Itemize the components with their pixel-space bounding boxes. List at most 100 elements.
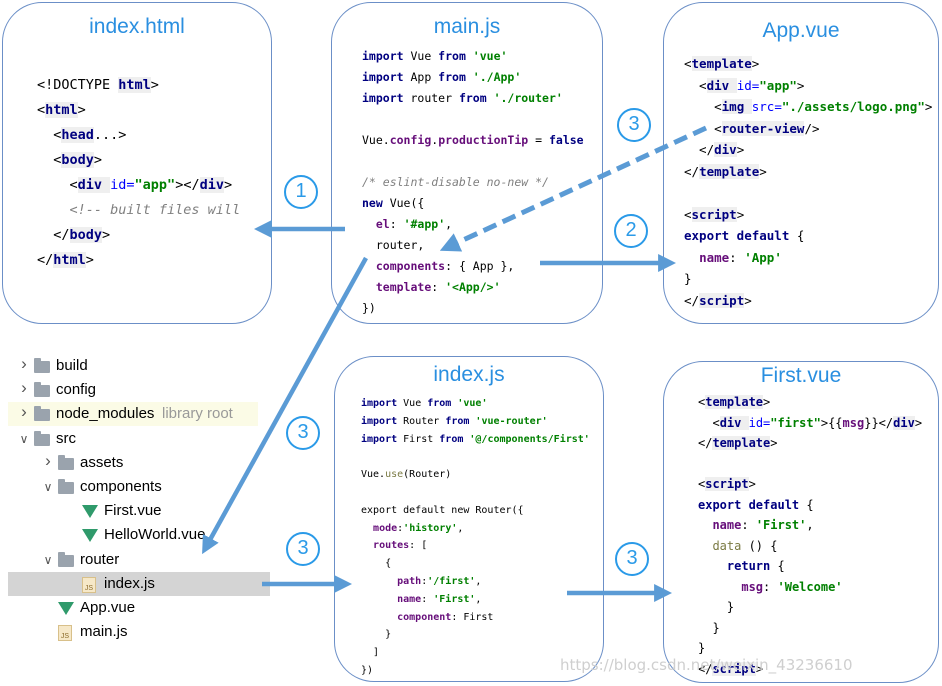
code-line: </template> [684, 163, 767, 179]
code-token: > [924, 99, 933, 114]
code-line: ] [361, 648, 379, 658]
code-token: = [528, 133, 549, 147]
chevron-right-icon[interactable]: › [21, 354, 27, 373]
code-token: Vue. [362, 133, 390, 147]
code-token: '#app' [403, 217, 446, 231]
code-line: <script> [684, 206, 744, 222]
code-line: name: 'First', [361, 593, 481, 605]
code-line: mode:'history', [361, 522, 463, 534]
code-token: </ [684, 163, 700, 179]
tree-item[interactable]: HelloWorld.vue [8, 523, 270, 547]
code-token: }) [361, 665, 374, 676]
chevron-down-icon[interactable]: ∨ [19, 432, 29, 446]
code-token: < [684, 56, 692, 71]
code-token: router, [362, 238, 425, 252]
tree-item[interactable]: First.vue [8, 499, 270, 523]
code-line: data () { [698, 540, 777, 552]
code-token: import [361, 398, 404, 409]
step-badge-3: 3 [617, 108, 651, 142]
code-token: 'First' [755, 518, 807, 532]
step-badge-3: 3 [286, 416, 320, 450]
tree-item[interactable]: ∨src [8, 427, 270, 451]
tree-item[interactable]: ›config [8, 378, 270, 402]
card-app-vue: App.vue <template> <div id="app"> <img s… [663, 2, 939, 324]
code-token: 'vue-router' [475, 415, 548, 427]
card-main-js: main.js import Vue from 'vue'import App … [331, 2, 603, 324]
step-badge-3: 3 [286, 532, 320, 566]
card-title: First.vue [760, 364, 842, 387]
tree-item[interactable]: ›assets [8, 451, 270, 475]
code-line: { [361, 559, 391, 569]
card-title: index.js [433, 363, 505, 386]
code-token: div [893, 415, 915, 430]
tree-item[interactable]: ›build [8, 354, 270, 378]
code-line: el: '#app', [362, 217, 453, 231]
card-index-js: index.js import Vue from 'vue'import Rou… [334, 356, 604, 682]
code-token: Vue({ [389, 196, 425, 210]
code-token: ></ [175, 177, 200, 193]
code-token: } [698, 641, 706, 655]
code-line: </template> [698, 436, 777, 450]
code-token: script [699, 292, 745, 308]
tree-item[interactable]: ∨components [8, 475, 270, 499]
card-first-vue: First.vue <template> <div id="first">{{m… [663, 361, 939, 683]
code-token: </ [684, 292, 700, 308]
chevron-down-icon[interactable]: ∨ [43, 480, 53, 494]
code-token: id= [110, 177, 135, 193]
tree-item-label: HelloWorld.vue [104, 526, 206, 543]
code-token: template [705, 395, 764, 409]
code-token: < [37, 177, 78, 193]
code-line: </body> [37, 227, 110, 243]
code-token: , [475, 576, 482, 587]
code-line: template: '<App/>' [362, 281, 501, 294]
code-token: div [77, 177, 111, 193]
code-token: 'First' [433, 593, 476, 605]
code-line: Vue.config.productionTip = false [362, 133, 584, 147]
code-token: script [705, 477, 749, 491]
code-token: 'vue' [472, 49, 508, 63]
code-token: name [699, 249, 730, 265]
code-token: mode [373, 522, 398, 534]
step-badge-3: 3 [615, 542, 649, 576]
code-token: > [744, 292, 752, 308]
chevron-right-icon[interactable]: › [21, 378, 27, 397]
code-token: <!DOCTYPE [37, 77, 119, 93]
card-title: App.vue [762, 19, 840, 42]
code-token: : [763, 579, 778, 594]
code-token: < [698, 395, 706, 409]
code-token: </ [37, 227, 70, 243]
js-file-icon: JS [82, 577, 96, 593]
tree-item[interactable]: ∨router [8, 548, 270, 572]
code-token: from [427, 398, 458, 409]
code-token: < [698, 477, 706, 491]
code-token: (Router) [403, 469, 452, 481]
code-line: } [698, 622, 719, 634]
code-token: router [410, 91, 459, 105]
code-line: path:'/first', [361, 577, 481, 587]
code-line: <body> [37, 152, 102, 168]
code-token: template [699, 163, 760, 179]
tree-item[interactable]: App.vue [8, 596, 270, 620]
chevron-down-icon[interactable]: ∨ [43, 553, 53, 567]
chevron-right-icon[interactable]: › [21, 402, 27, 421]
code-token: html [118, 77, 151, 93]
folder-icon [34, 431, 50, 446]
code-line: export default { [698, 499, 814, 511]
code-token: First [403, 433, 440, 445]
code-token: , [445, 217, 453, 231]
code-line: import Router from 'vue-router' [361, 415, 548, 427]
code-line: </div> [684, 142, 744, 157]
code-token: < [684, 77, 707, 93]
code-token: > [751, 56, 760, 71]
vue-file-icon [82, 529, 98, 542]
code-token: : [421, 576, 428, 587]
code-token: < [37, 152, 62, 168]
code-token: > [85, 252, 94, 268]
chevron-right-icon[interactable]: › [45, 451, 51, 470]
code-token: msg [842, 415, 865, 430]
code-token: div [199, 177, 224, 193]
code-line: Vue.use(Router) [361, 470, 451, 480]
